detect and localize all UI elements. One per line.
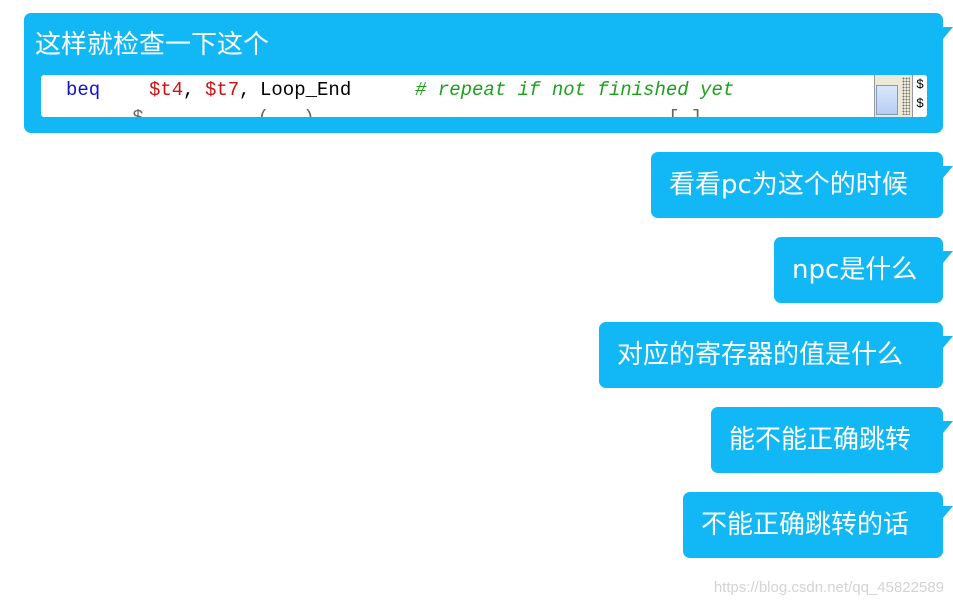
code-line: beq $t4 , $t7 , Loop_End # repeat if not…: [41, 79, 734, 117]
code-separator: ,: [239, 79, 251, 101]
resize-grip-icon: [902, 77, 910, 115]
side-mark: $: [916, 77, 924, 92]
message-text: 不能正确跳转的话: [701, 510, 910, 540]
message-text: 这样就检查一下这个: [35, 30, 270, 60]
bubble-tail: [943, 27, 953, 39]
message-text: 对应的寄存器的值是什么: [617, 340, 904, 370]
chat-bubble[interactable]: 能不能正确跳转: [711, 407, 953, 473]
bubble-tail: [943, 421, 953, 433]
code-label: Loop_End: [260, 79, 352, 101]
watermark: https://blog.csdn.net/qq_45822589: [713, 579, 944, 596]
bubble-tail: [943, 336, 953, 348]
bubble-tail: [943, 166, 953, 178]
bubble-tail: [943, 251, 953, 263]
code-register-2: $t7: [205, 79, 240, 101]
code-register-1: $t4: [149, 79, 184, 101]
code-instruction: beq: [66, 79, 101, 101]
message-text: 看看pc为这个的时候: [669, 170, 908, 200]
code-screenshot: beq $t4 , $t7 , Loop_End # repeat if not…: [41, 75, 927, 117]
chat-bubble-check-this[interactable]: 这样就检查一下这个 beq $t4 , $t7 , Loop_End # rep…: [24, 13, 953, 133]
chat-bubble[interactable]: 不能正确跳转的话: [683, 492, 953, 558]
bubble-tail: [943, 506, 953, 518]
chat-bubble[interactable]: 对应的寄存器的值是什么: [599, 322, 953, 388]
message-text: 能不能正确跳转: [729, 425, 912, 455]
code-separator: ,: [183, 79, 195, 101]
chat-bubble[interactable]: npc是什么: [774, 237, 953, 303]
chat-bubble[interactable]: 看看pc为这个的时候: [651, 152, 953, 218]
message-text: npc是什么: [792, 255, 918, 285]
scrollbar-thumb: [876, 85, 898, 115]
code-scrollbar: [874, 75, 913, 117]
side-column: $ $: [912, 75, 927, 117]
side-mark: $: [916, 96, 924, 111]
code-comment: # repeat if not finished yet: [415, 79, 735, 101]
code-partial-line: $ ( ) , [ ]: [41, 109, 702, 117]
